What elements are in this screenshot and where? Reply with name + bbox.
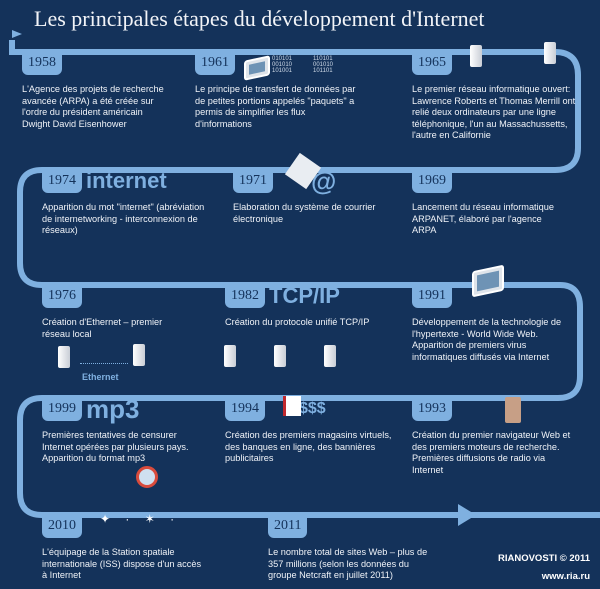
credit-url[interactable]: www.ria.ru [541,571,590,582]
year-tab: 1965 [412,52,452,75]
ethernet-label: Ethernet [82,372,119,382]
year-tab: 1994 [225,398,265,421]
event-desc: Lancement du réseau informatique ARPANET… [412,202,554,235]
event-desc: Création du protocole unifié TCP/IP [225,317,370,327]
binary-left: 010101 001010 101001 [272,56,293,74]
event-desc: L'Agence des projets de recherche avancé… [22,84,164,129]
page-title: Les principales étapes du développement … [34,6,485,31]
credit: RIANOVOSTI © 2011 www.ria.ru [498,550,590,586]
year-tab: 1974 [42,170,82,193]
event-desc: Elaboration du système de courrier élect… [233,202,376,224]
year-tab: 1993 [412,398,452,421]
gift-icon [283,396,301,416]
blocked-icon [136,466,158,488]
event-desc: Création d'Ethernet – premier réseau loc… [42,317,163,339]
event-desc: L'équipage de la Station spatiale intern… [42,547,202,580]
event-desc: Création du premier navigateur Web et de… [412,430,571,475]
event-2011: 2011 Le nombre total de sites Web – plus … [268,515,438,582]
event-1965: 1965 Le premier réseau informatique ouver… [412,52,582,142]
server-icon [224,345,236,367]
event-1971: 1971@Elaboration du système de courrier … [233,168,383,225]
server-icon [544,42,556,64]
server-icon [324,345,336,367]
year-tab: 2010 [42,515,82,538]
server-icon [274,345,286,367]
binary-right: 110101 001010 101101 [313,56,334,74]
year-tab: 1999 [42,398,82,421]
year-tab: 1982 [225,285,265,308]
event-desc: Le nombre total de sites Web – plus de 3… [268,547,428,580]
event-1961: 1961 Le principe de transfert de données … [195,52,360,130]
event-desc: Développement de la technologie de l'hyp… [412,317,562,362]
computer-icon [133,344,145,366]
event-desc: Premières tentatives de censurer Interne… [42,430,189,463]
year-tab: 1961 [195,52,235,75]
event-desc: Apparition du mot "internet" (abréviatio… [42,202,205,235]
dollar-icon: $$$ [299,400,326,417]
stars-icon: ✦ · ✶ · [100,512,181,526]
event-desc: Le principe de transfert de données par … [195,84,356,129]
year-tab: 2011 [268,515,308,538]
internet-label: internet [86,168,167,193]
event-desc: Le premier réseau informatique ouvert: L… [412,84,576,140]
computer-icon [58,346,70,368]
year-tab: 1976 [42,285,82,308]
event-1994: 1994 $$$ Création des premiers magasins vi… [225,398,395,465]
speaker-icon [505,397,521,423]
year-tab: 1958 [22,52,62,75]
year-tab: 1971 [233,170,273,193]
event-desc: Création des premiers magasins virtuels,… [225,430,392,463]
credit-brand: RIANOVOSTI © 2011 [497,553,590,564]
year-tab: 1969 [412,170,452,193]
server-icon [470,45,482,67]
network-line [80,363,128,364]
arrow-head-icon [458,504,476,526]
flag-icon [12,30,22,38]
mp3-label: mp3 [86,394,140,424]
year-tab: 1991 [412,285,452,308]
tcpip-label: TCP/IP [269,283,340,308]
